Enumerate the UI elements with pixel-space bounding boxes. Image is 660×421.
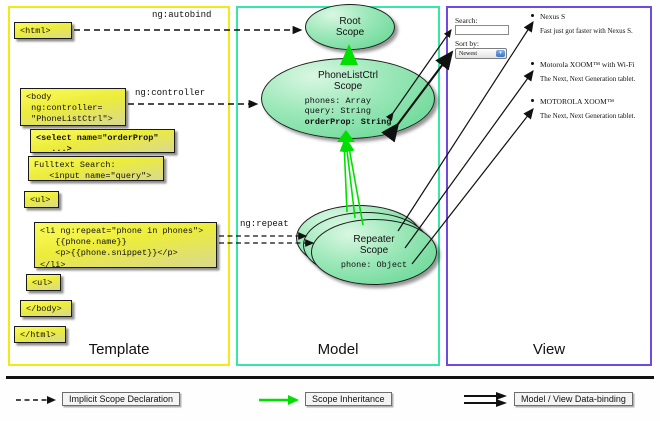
edge-label-autobind: ng:autobind xyxy=(150,10,214,20)
view-search-label: Search: xyxy=(455,16,478,25)
double-arrow-icon xyxy=(464,392,507,407)
code-box-ul-open: <ul> xyxy=(24,191,59,208)
panel-view-label: View xyxy=(532,341,566,358)
legend-label-implicit-scope-declaration: Implicit Scope Declaration xyxy=(62,392,181,406)
phone-name: MOTOROLA XOOM™ xyxy=(540,97,615,106)
code-box-select: <select name="orderProp" ...> xyxy=(30,129,175,154)
phone-name: Nexus S xyxy=(540,12,566,21)
prop-query: query: String xyxy=(304,106,371,117)
code-box-html-close: </html> xyxy=(14,326,66,343)
search-input[interactable] xyxy=(455,25,509,35)
legend-item-model-view-data-binding: Model / View Data-binding xyxy=(462,392,658,408)
sort-by-select[interactable]: Newest ▾ xyxy=(455,48,507,59)
edge-label-repeat: ng:repeat xyxy=(238,219,291,229)
phone-snippet: The Next, Next Generation tablet. xyxy=(540,112,636,120)
scope-phonelistctrl-props: phones: Array query: String orderProp: S… xyxy=(305,96,392,128)
phone-snippet: Fast just got faster with Nexus S. xyxy=(540,27,633,35)
code-box-body-open: <body ng:controller= "PhoneListCtrl"> xyxy=(20,88,126,126)
sort-by-selected-value: Newest xyxy=(459,50,477,57)
legend: Implicit Scope Declaration Scope Inherit… xyxy=(0,374,660,421)
list-item: Nexus S Fast just got faster with Nexus … xyxy=(531,12,633,35)
code-box-html-open: <html> xyxy=(14,22,72,39)
bullet-icon xyxy=(531,99,534,102)
legend-item-scope-inheritance: Scope Inheritance xyxy=(257,392,457,408)
bullet-icon xyxy=(531,14,534,17)
code-box-fulltext-search: Fulltext Search: <input name="query"> xyxy=(28,156,164,181)
code-box-body-close: </body> xyxy=(20,300,72,317)
code-box-li-repeat: <li ng:repeat="phone in phones"> {{phone… xyxy=(34,222,217,270)
legend-item-implicit-scope-declaration: Implicit Scope Declaration xyxy=(14,392,224,408)
list-item: MOTOROLA XOOM™ The Next, Next Generation… xyxy=(531,97,636,120)
phone-name: Motorola XOOM™ with Wi-Fi xyxy=(540,60,635,69)
prop-phone: phone: Object xyxy=(340,259,408,270)
legend-label-scope-inheritance: Scope Inheritance xyxy=(305,392,392,406)
panel-template-label: Template xyxy=(88,341,150,358)
prop-phones: phones: Array xyxy=(304,95,371,106)
bullet-icon xyxy=(531,62,534,65)
scope-repeater-props: phone: Object xyxy=(341,260,407,271)
phone-snippet: The Next, Next Generation tablet. xyxy=(540,75,636,83)
code-box-ul-close: <ul> xyxy=(26,274,61,291)
view-sort-label: Sort by: xyxy=(455,39,479,48)
prop-orderprop: orderProp: String xyxy=(304,116,392,127)
edge-label-controller: ng:controller xyxy=(133,88,208,98)
list-item: Motorola XOOM™ with Wi-Fi The Next, Next… xyxy=(531,60,636,83)
panel-model-label: Model xyxy=(317,341,359,358)
legend-divider xyxy=(6,376,654,379)
dashed-arrow-icon xyxy=(16,396,56,404)
chevron-down-icon: ▾ xyxy=(496,50,505,57)
green-arrow-icon xyxy=(259,395,299,405)
legend-label-model-view-data-binding: Model / View Data-binding xyxy=(514,392,633,406)
